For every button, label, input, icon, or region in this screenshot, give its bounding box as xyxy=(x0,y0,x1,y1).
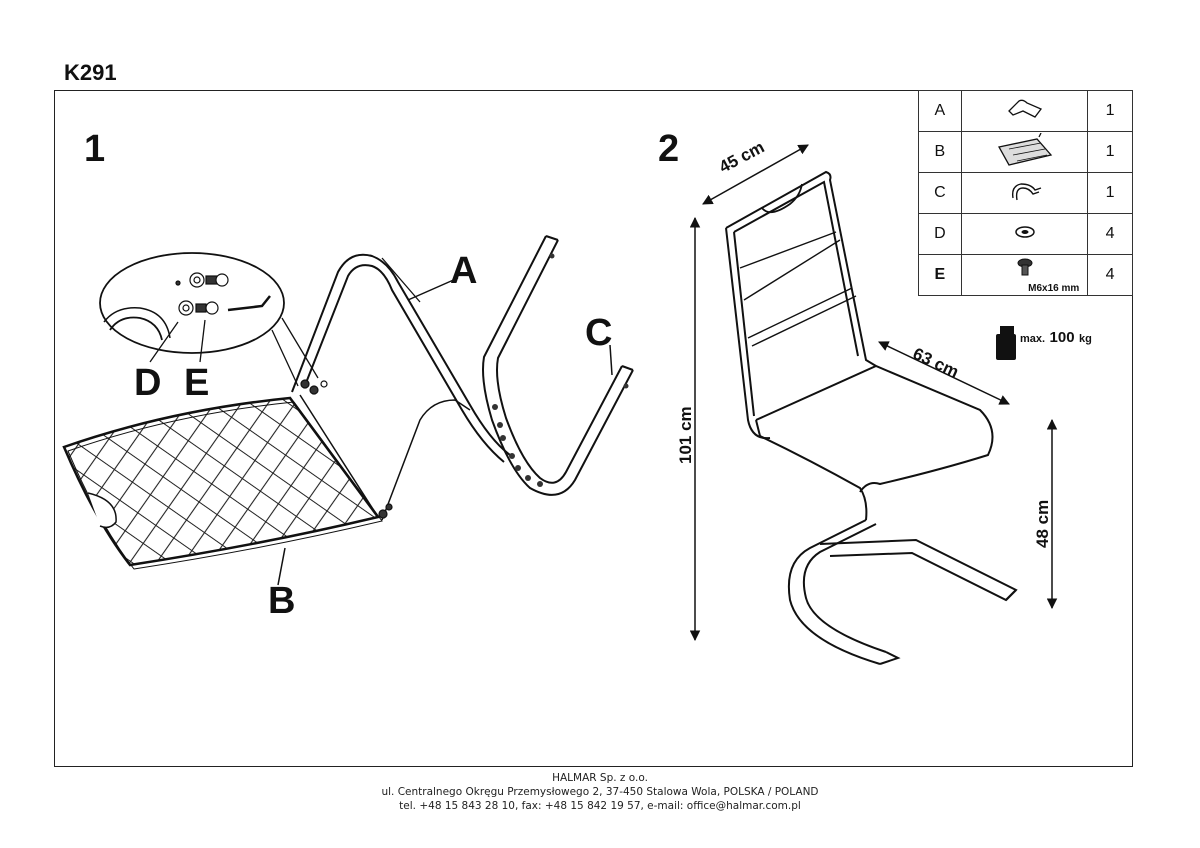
bolt-spec: M6x16 mm xyxy=(1028,283,1080,294)
part-letter: E xyxy=(918,254,962,296)
part-qty: 1 xyxy=(1087,131,1133,173)
dimension-height: 101 cm xyxy=(676,406,695,464)
instruction-frame xyxy=(54,90,1133,767)
max-load-unit: kg xyxy=(1079,333,1092,345)
step-number-1: 1 xyxy=(84,128,106,170)
parts-row: D 4 xyxy=(918,213,1133,255)
part-letter: D xyxy=(918,213,962,255)
parts-row: B 1 xyxy=(918,131,1133,173)
seat-bolts-icon xyxy=(300,379,393,519)
parts-table: A 1 B 1 C 1 D 4 E M6x16 mm 4 xyxy=(918,90,1133,296)
parts-row: A 1 xyxy=(918,90,1133,132)
washer-icon xyxy=(960,213,1089,255)
part-qty: 1 xyxy=(1087,90,1133,132)
part-qty: 4 xyxy=(1087,254,1133,296)
callout-b: B xyxy=(268,580,296,622)
backrest-frame-icon xyxy=(960,90,1089,132)
part-letter: B xyxy=(918,131,962,173)
backrest-frame-a xyxy=(291,253,511,463)
callout-a: A xyxy=(450,250,478,292)
part-qty: 1 xyxy=(1087,172,1133,214)
model-code: K291 xyxy=(64,60,117,85)
parts-row: C 1 xyxy=(918,172,1133,214)
seat-panel-b xyxy=(62,396,383,570)
max-load-prefix: max. xyxy=(1020,333,1046,345)
seat-panel-icon xyxy=(960,131,1089,173)
parts-row: E M6x16 mm 4 xyxy=(918,254,1133,296)
bolt-icon: M6x16 mm xyxy=(960,254,1089,296)
detail-magnifier xyxy=(99,252,319,387)
footer-company: HALMAR Sp. z o.o. xyxy=(552,772,648,784)
footer-address: ul. Centralnego Okręgu Przemysłowego 2, … xyxy=(381,786,819,798)
callout-c: C xyxy=(585,312,613,354)
part-letter: C xyxy=(918,172,962,214)
dimension-seat-height: 48 cm xyxy=(1033,499,1052,548)
u-frame-icon xyxy=(960,172,1089,214)
u-frame-c xyxy=(482,235,634,496)
weight-icon xyxy=(996,326,1016,360)
footer-contact: tel. +48 15 843 28 10, fax: +48 15 842 1… xyxy=(399,800,801,812)
callout-e: E xyxy=(184,362,210,404)
max-load: max. 100 kg xyxy=(1020,329,1092,347)
company-footer: HALMAR Sp. z o.o. ul. Centralnego Okręgu… xyxy=(0,771,1200,813)
part-letter: A xyxy=(918,90,962,132)
max-load-value: 100 xyxy=(1049,329,1075,346)
step-number-2: 2 xyxy=(658,128,680,170)
callout-d: D xyxy=(134,362,162,404)
part-qty: 4 xyxy=(1087,213,1133,255)
